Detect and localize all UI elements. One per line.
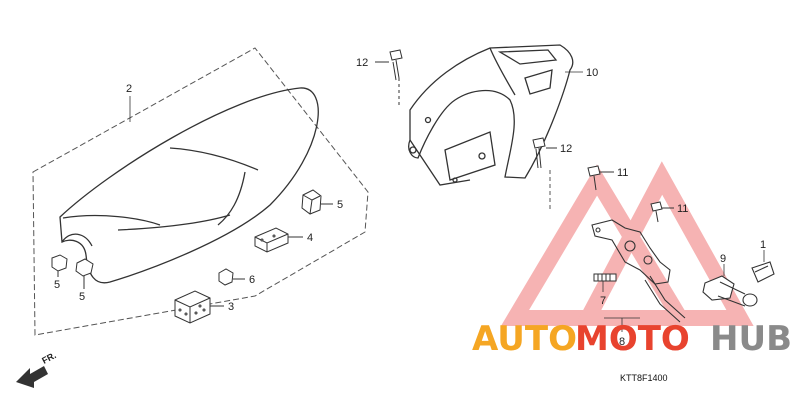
callout-lock-assembly: 8 (619, 336, 625, 348)
watermark-auto: AUTO (472, 319, 577, 359)
diagram-code: KTT8F1400 (620, 373, 668, 383)
key-cylinder (702, 275, 758, 307)
callout-cushion-left-a: 5 (54, 279, 60, 291)
bolt-top (375, 49, 403, 108)
front-arrow-label: FR. (40, 350, 57, 366)
callout-clip: 1 (760, 239, 766, 251)
rubber-6 (218, 268, 245, 286)
callout-rubber-6: 6 (249, 274, 255, 286)
callout-grab-rail: 10 (586, 67, 598, 79)
watermark-hub: HUB (710, 319, 792, 359)
callout-rubber-3: 3 (228, 301, 234, 313)
seat-group-dashed-box (32, 47, 369, 336)
grab-rail (408, 44, 574, 186)
callout-bolt-top: 12 (356, 57, 368, 69)
callout-cushion-left-b: 5 (79, 291, 85, 303)
watermark-moto: MOTO (575, 319, 690, 359)
clip (751, 261, 775, 283)
callout-bolt-11a: 11 (617, 167, 628, 179)
cushion-left-a (51, 254, 68, 277)
callout-seat: 2 (126, 83, 132, 95)
bolt-11b (650, 201, 674, 223)
seat-lock-assembly (591, 219, 686, 323)
front-arrow-icon (16, 366, 48, 388)
bolt-11a (587, 165, 614, 191)
callout-key-cylinder: 9 (720, 253, 726, 265)
callout-spring: 7 (600, 295, 606, 307)
callout-cushion-right: 5 (337, 199, 343, 211)
watermark-logo-triangles (500, 161, 754, 326)
seat-drawing (59, 87, 319, 284)
cushion-left-b (75, 258, 94, 289)
callout-bolt-mid: 12 (560, 143, 572, 155)
cushion-right (301, 189, 333, 215)
watermark-text: AUTO MOTO HUB (472, 319, 792, 359)
rubber-block-4 (254, 227, 303, 253)
rubber-block-3 (174, 290, 224, 324)
spring-7 (593, 273, 617, 282)
callout-bolt-11b: 11 (677, 203, 688, 215)
callout-rubber-4: 4 (307, 232, 313, 244)
bolt-mid (532, 137, 557, 169)
